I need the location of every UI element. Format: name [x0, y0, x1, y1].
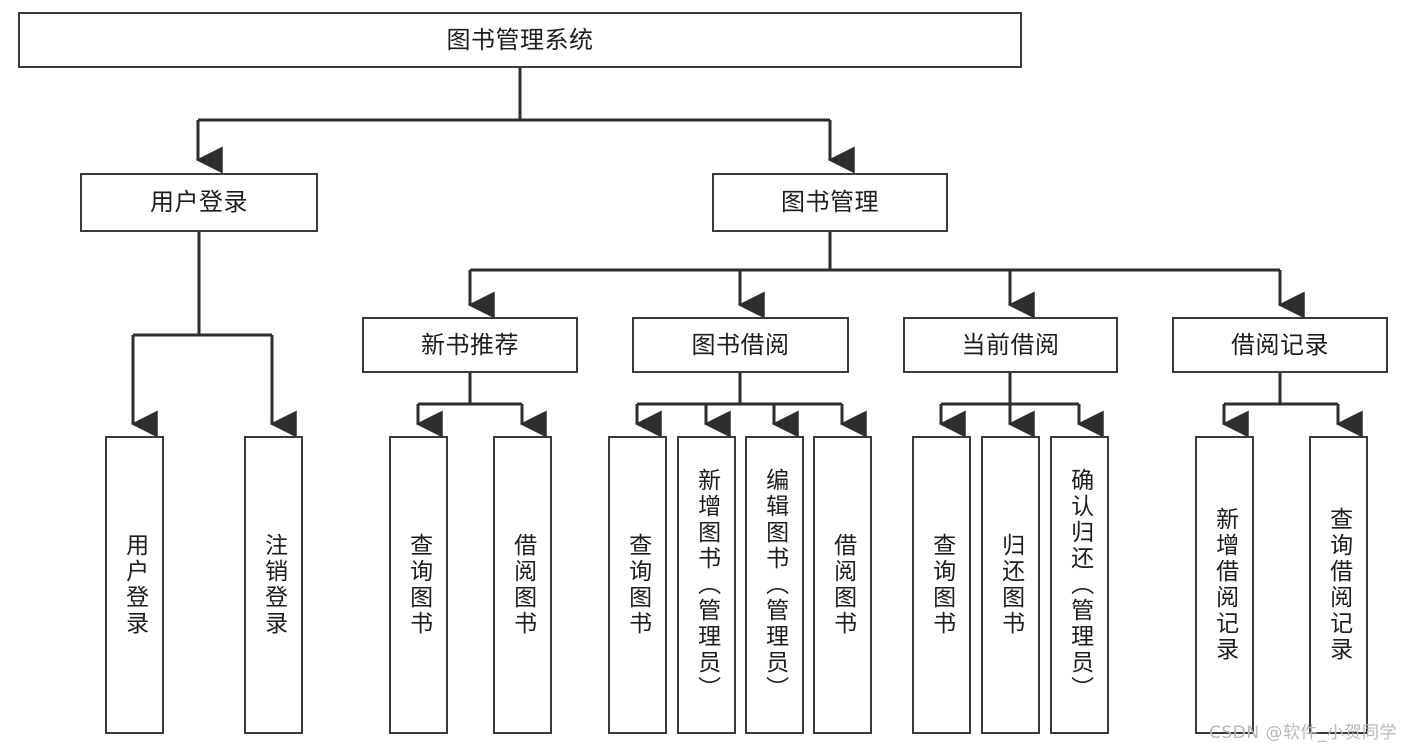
- node-label: 新增借阅记录: [1211, 507, 1238, 663]
- leaf-current-borrow-return[interactable]: 归还图书: [981, 436, 1040, 734]
- node-label: 借阅记录: [1231, 330, 1329, 359]
- leaf-borrow-record-query[interactable]: 查询借阅记录: [1309, 436, 1368, 734]
- node-new-book-recommend[interactable]: 新书推荐: [362, 317, 578, 373]
- node-label: 归还图书: [997, 533, 1024, 637]
- node-label: 图书管理系统: [446, 25, 594, 54]
- node-label: 查询借阅记录: [1325, 507, 1352, 663]
- node-label: 编辑图书（管理员）: [761, 468, 788, 702]
- node-label: 借阅图书: [509, 533, 536, 637]
- leaf-user-login-login[interactable]: 用户登录: [105, 436, 164, 734]
- node-label: 用户登录: [121, 533, 148, 637]
- node-label: 用户登录: [150, 188, 248, 217]
- node-label: 查询图书: [928, 533, 955, 637]
- node-label: 当前借阅: [961, 330, 1060, 359]
- node-label: 借阅图书: [829, 533, 856, 637]
- node-label: 注销登录: [260, 533, 287, 637]
- leaf-borrow-record-add[interactable]: 新增借阅记录: [1195, 436, 1254, 734]
- leaf-book-borrow-query[interactable]: 查询图书: [608, 436, 667, 734]
- leaf-book-borrow-add-admin[interactable]: 新增图书（管理员）: [677, 436, 736, 734]
- watermark-text: CSDN @软件_小贺同学: [1209, 723, 1397, 743]
- leaf-book-borrow-edit-admin[interactable]: 编辑图书（管理员）: [745, 436, 804, 734]
- node-current-borrow[interactable]: 当前借阅: [903, 317, 1118, 373]
- node-label: 新增图书（管理员）: [693, 468, 720, 702]
- leaf-current-borrow-query[interactable]: 查询图书: [912, 436, 971, 734]
- node-label: 查询图书: [405, 533, 432, 637]
- node-book-borrow[interactable]: 图书借阅: [632, 317, 849, 373]
- node-root-book-management-system[interactable]: 图书管理系统: [18, 12, 1022, 68]
- node-label: 新书推荐: [421, 330, 519, 359]
- leaf-new-book-query[interactable]: 查询图书: [389, 436, 448, 734]
- node-label: 图书管理: [781, 188, 879, 217]
- node-user-login[interactable]: 用户登录: [80, 173, 318, 232]
- leaf-user-login-logout[interactable]: 注销登录: [244, 436, 303, 734]
- leaf-current-borrow-confirm-admin[interactable]: 确认归还（管理员）: [1050, 436, 1109, 734]
- node-borrow-record[interactable]: 借阅记录: [1172, 317, 1388, 373]
- leaf-new-book-borrow[interactable]: 借阅图书: [493, 436, 552, 734]
- node-label: 查询图书: [624, 533, 651, 637]
- node-label: 图书借阅: [691, 330, 790, 359]
- node-label: 确认归还（管理员）: [1066, 468, 1093, 702]
- node-book-management[interactable]: 图书管理: [712, 173, 948, 232]
- leaf-book-borrow-borrow[interactable]: 借阅图书: [813, 436, 872, 734]
